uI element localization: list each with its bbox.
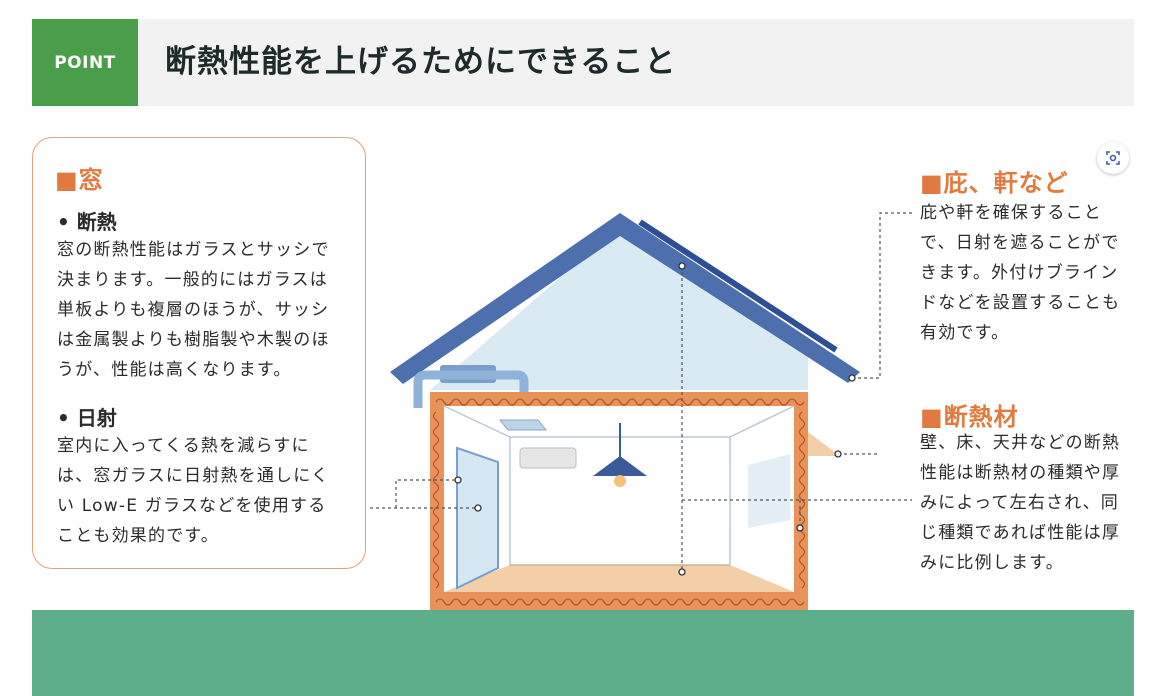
solar-panel (638, 219, 838, 353)
sunlight-subheading: • 日射 (57, 406, 117, 430)
page-title: 断熱性能を上げるためにできること (165, 44, 677, 80)
point-badge: POINT (32, 19, 138, 106)
pointer-lines (370, 212, 912, 572)
insulation-wave-bottom (435, 598, 805, 606)
zoom-icon (1106, 151, 1120, 165)
sunlight-text: 室内に入ってくる熱を減らすに は、窓ガラスに日射熱を通しにく い Low-E ガ… (57, 436, 330, 546)
window-info-card (32, 137, 366, 569)
zoom-button[interactable] (1097, 142, 1129, 174)
ground (32, 610, 1134, 696)
insulation-text: 窓の断熱性能はガラスとサッシで 決まります。一般的にはガラスは 単板よりも複層の… (57, 240, 330, 380)
left-window (456, 446, 499, 590)
right-window (748, 454, 790, 528)
pointer-dots (454, 262, 856, 576)
window-heading: ■窓 (55, 166, 104, 194)
attic-space (430, 226, 808, 390)
insulation-wave-top (435, 398, 805, 406)
lamp-shade (593, 456, 647, 476)
insulation-wave-left (432, 411, 440, 589)
header-bar: POINT 断熱性能を上げるためにできること (32, 19, 1134, 106)
eave (808, 432, 840, 456)
insulation-material-heading: ■断熱材 (920, 403, 1019, 431)
floor (444, 565, 794, 592)
ceiling-vent (498, 419, 548, 431)
insulation-material-text: 壁、床、天井などの断熱 性能は断熱材の種類や厚 みによって左右され、同 じ種類で… (920, 433, 1121, 573)
vent-pipe (413, 370, 529, 408)
insulation-subheading: • 断熱 (57, 210, 117, 234)
eaves-heading: ■庇、軒など (920, 169, 1069, 197)
air-conditioner (519, 447, 577, 469)
eaves-text: 庇や軒を確保すること で、日射を遮ることがで きます。外付けブライン ドなどを設… (920, 203, 1121, 343)
